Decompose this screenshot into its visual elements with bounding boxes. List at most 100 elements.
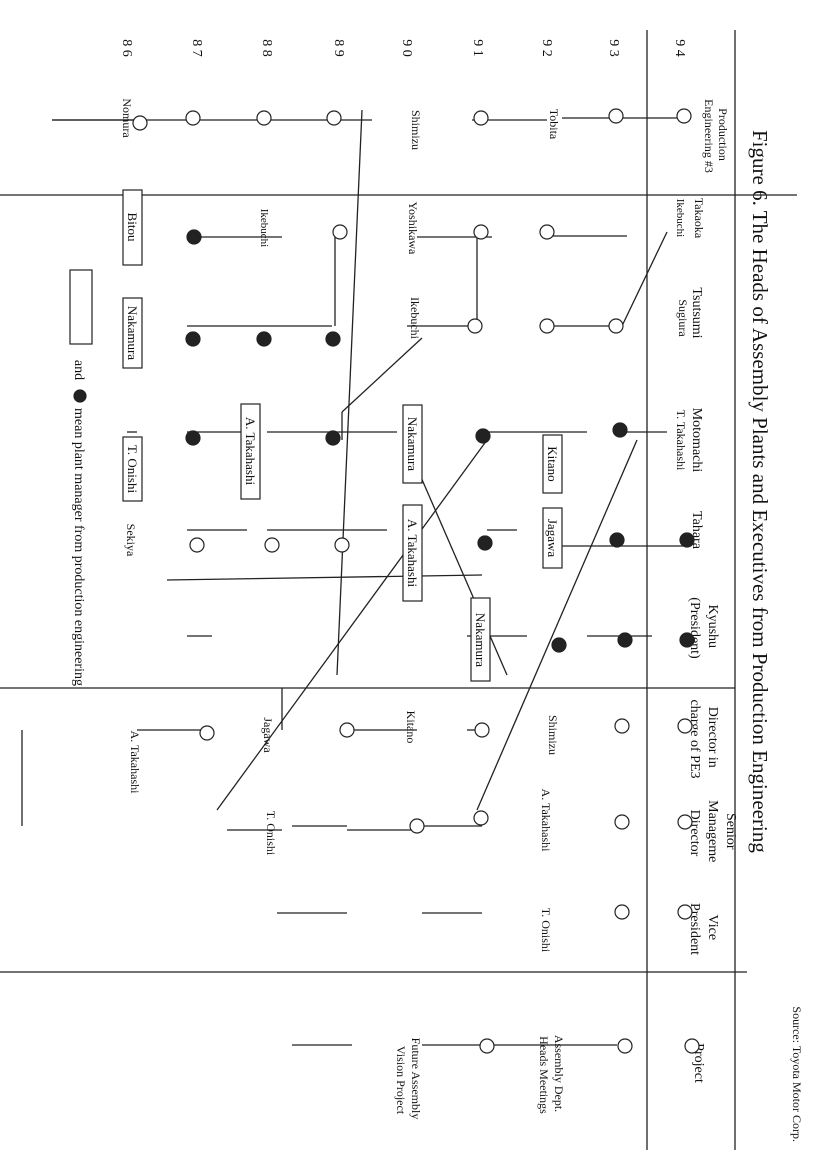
node-solid [609,532,625,548]
name-t-onishi-vp: T. Onishi [539,908,553,953]
name-nomura: Nomura [120,98,134,138]
name-bitou: Bitou [125,213,140,242]
node-open [608,318,624,334]
node-open [677,814,693,830]
node-solid [612,422,628,438]
name-a-takahashi-motomachi: A. Takahashi [243,417,258,486]
legend-solid-swatch [73,389,87,403]
node-open [539,224,555,240]
nodes-production-engineering [132,108,692,131]
name-sugiura: Sugiura [676,299,690,337]
legend-text: mean plant manager from production engin… [71,408,86,686]
name-labels: Tobita Shimizu Nomura Ikebuchi Yoshikawa… [120,98,690,1123]
year-label: 9 1 [470,39,485,57]
name-ikebuchi-90: Ikebuchi [408,297,422,340]
column-header-pe3: Production Engineering #3 [702,99,730,173]
node-open [473,224,489,240]
name-nakamura-tsutsumi: Nakamura [125,306,140,360]
name-ikebuchi-88: Ikebuchi [258,209,270,247]
box-kitano-motomachi [542,434,563,494]
node-solid [185,331,201,347]
source-note: Source: Toyota Motor Corp. [790,1006,804,1142]
legend: and mean plant manager from production e… [69,269,93,686]
node-open [409,818,425,834]
node-open [473,810,489,826]
box-nakamura-tsutsumi [122,297,143,369]
year-label: 9 4 [672,39,687,57]
year-label: 9 0 [399,39,414,57]
year-label: 9 3 [606,39,621,57]
name-nakamura-motomachi: Nakamura [405,417,420,471]
node-open [684,1038,700,1054]
node-solid [679,532,695,548]
node-open [326,110,342,126]
node-open [608,108,624,124]
year-label: 9 2 [539,39,554,57]
node-open [473,110,489,126]
column-header-project: Project [691,1043,706,1083]
column-header-senior-director: Senior Manageme Director [687,800,738,866]
node-open [614,718,630,734]
name-kitano-director: Kitano [404,711,418,744]
node-open [185,110,201,126]
node-open [614,814,630,830]
name-t-onishi-motomachi: T. Onishi [125,445,140,494]
node-open [132,115,148,131]
name-jagawa-director: Jagawa [261,717,275,753]
node-open [617,1038,633,1054]
node-solid [551,637,567,653]
nodes-executives [199,718,700,1054]
year-label: 8 6 [119,39,134,57]
node-solid [185,430,201,446]
name-sekiya: Sekiya [124,524,138,557]
node-open [339,722,355,738]
column-header-kyushu: Kyushu (President) [687,597,720,659]
node-solid [477,535,493,551]
column-header-director-pe3: Director in charge of PE3 [687,699,720,778]
legend-and: and [71,360,86,380]
name-kitano-motomachi: Kitano [545,446,560,481]
column-headers: Production Engineering #3 Takaoka Tsutsu… [687,99,738,1083]
year-label: 8 8 [259,39,274,57]
node-open [199,725,215,741]
nodes-plants [185,224,695,653]
name-tobita: Tobita [547,109,561,140]
name-yoshikawa: Yoshikawa [406,202,420,255]
node-solid [679,632,695,648]
name-jagawa-tahara: Jagawa [545,519,560,557]
column-header-motomachi: Motomachi [689,408,704,473]
name-a-takahashi-director: A. Takahashi [128,731,142,795]
node-open [467,318,483,334]
frame-rules [0,30,797,1150]
node-open [332,224,348,240]
name-a-takahashi-senior: A. Takahashi [539,789,553,853]
name-t-onishi-senior: T. Onishi [264,811,278,856]
name-t-takahashi: T. Takahashi [674,410,688,471]
year-label: 8 7 [189,39,204,57]
box-jagawa-tahara [542,507,563,569]
box-a-takahashi-tahara [402,504,423,602]
figure-title: Figure 6. The Heads of Assembly Plants a… [748,130,772,853]
node-open [334,537,350,553]
node-solid [186,229,202,245]
box-nakamura-kyushu [470,597,491,682]
connector-lines [21,109,684,1046]
year-label: 8 9 [331,39,346,57]
node-open [539,318,555,334]
name-nakamura-kyushu: Nakamura [473,613,488,667]
node-solid [475,428,491,444]
box-nakamura-motomachi [402,404,423,484]
node-solid [325,331,341,347]
node-open [677,718,693,734]
node-solid [325,430,341,446]
name-future-assembly: Future Assembly Vision Project [394,1038,423,1123]
legend-box-swatch [69,269,93,345]
node-open [677,904,693,920]
year-labels: 9 4 9 3 9 2 9 1 9 0 8 9 8 8 8 7 8 6 [119,39,687,57]
box-a-takahashi-motomachi [240,403,261,500]
node-open [479,1038,495,1054]
node-open [474,722,490,738]
node-open [676,108,692,124]
name-assembly-dept: Assembly Dept. Heads Meetings [537,1035,566,1115]
